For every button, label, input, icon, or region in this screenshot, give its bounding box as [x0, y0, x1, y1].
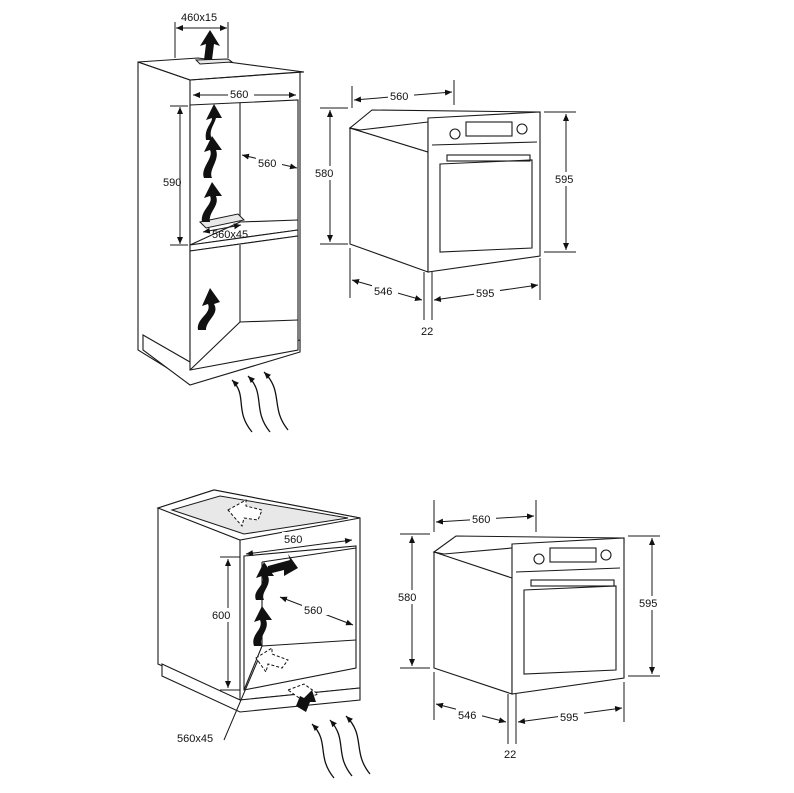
vent-arrow-icon — [227, 499, 263, 528]
dim-label: 560 — [390, 91, 408, 103]
oven-bottom — [432, 535, 625, 695]
dim-label: 560 — [472, 514, 490, 526]
dims-tall-cabinet: 460x15 560 560 590 560x45 — [163, 12, 298, 246]
knob-icon — [516, 123, 528, 135]
dim-label: 22 — [504, 749, 516, 761]
dims-base-cabinet: 560 560 600 560x45 — [177, 532, 354, 745]
airflow-arrow-icon — [205, 104, 222, 140]
dim-label: 595 — [476, 288, 494, 300]
dim-label: 595 — [560, 712, 578, 724]
airflow-arrows-tall — [197, 30, 222, 330]
dim-label: 560x45 — [177, 733, 213, 745]
intake-arrows-tall — [231, 371, 289, 433]
base-cabinet — [156, 489, 361, 713]
dim-label: 460x15 — [181, 12, 217, 24]
airflow-arrow-icon — [296, 690, 316, 712]
intake-arrows-base — [311, 715, 371, 779]
airflow-arrow-icon — [253, 606, 272, 646]
airflow-arrow-icon — [197, 288, 220, 330]
dim-label: 580 — [398, 592, 416, 604]
dim-label: 600 — [212, 610, 230, 622]
dim-label: 560 — [284, 534, 302, 546]
dim-label: 590 — [163, 177, 181, 189]
dim-label: 595 — [639, 598, 657, 610]
knob-icon — [600, 549, 612, 561]
oven-top — [348, 109, 541, 273]
dim-label: 560 — [230, 89, 248, 101]
airflow-arrow-icon — [203, 136, 222, 178]
dim-label: 595 — [555, 174, 573, 186]
airflow-arrows-base — [253, 554, 316, 712]
airflow-arrow-icon — [200, 30, 220, 60]
dim-label: 560 — [258, 158, 276, 170]
vent-arrow-icon — [255, 647, 289, 674]
tall-cabinet — [137, 57, 305, 386]
dim-label: 580 — [315, 168, 333, 180]
dims-oven-bottom: 560 580 595 546 595 22 — [396, 500, 662, 761]
dim-label: 546 — [458, 710, 476, 722]
airflow-arrow-icon — [201, 182, 222, 222]
knob-icon — [449, 128, 461, 140]
dim-label: 560 — [304, 605, 322, 617]
dims-oven-top: 560 580 595 546 595 22 — [312, 80, 578, 338]
dim-label: 560x45 — [212, 229, 248, 241]
dim-label: 22 — [421, 326, 433, 338]
knob-icon — [533, 553, 545, 565]
airflow-arrow-icon — [268, 554, 298, 576]
dim-label: 546 — [374, 286, 392, 298]
